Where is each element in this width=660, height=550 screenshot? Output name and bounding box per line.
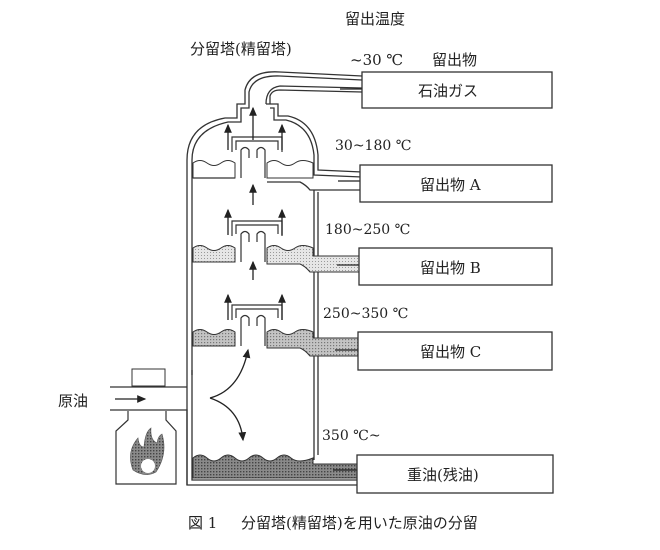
product-box-residue: 重油(残油): [356, 454, 554, 494]
temp-label-residue: 350 ℃~: [322, 428, 381, 444]
tray-2: [192, 245, 363, 273]
product-box-c: 留出物 C: [357, 331, 553, 371]
product-box-a: 留出物 B 留出物 A: [359, 164, 553, 203]
product-label-c: 留出物 C: [420, 343, 481, 361]
temp-label-b: 180~250 ℃: [325, 222, 410, 238]
furnace: [115, 411, 177, 485]
vapor-arrows: [209, 106, 286, 442]
product-column-header: 留出物: [432, 51, 477, 69]
product-box-b: 留出物 B: [358, 247, 553, 286]
tray-1: [192, 160, 362, 191]
crude-oil-label: 原油: [58, 392, 88, 410]
crude-oil-input: 原油: [58, 368, 188, 485]
temperature-column-header: 留出温度: [345, 10, 405, 28]
temp-label-a: 30~180 ℃: [335, 138, 411, 154]
tower-label: 分留塔(精留塔): [190, 40, 292, 58]
product-label-b: 留出物 B: [420, 259, 481, 277]
product-label-residue: 重油(残油): [407, 466, 479, 484]
product-label-a-text: 留出物 A: [420, 176, 481, 194]
tray-3: [192, 329, 363, 357]
bottom-residue: [192, 454, 363, 479]
tower-body: [186, 71, 363, 486]
figure-number: 図 1: [188, 514, 217, 532]
temp-label-c: 250~350 ℃: [323, 306, 408, 322]
temp-label-gas: ~30 ℃: [350, 51, 403, 69]
flame-icon: [130, 427, 165, 475]
figure-caption: 分留塔(精留塔)を用いた原油の分留: [241, 514, 478, 532]
product-box-gas: 石油ガス: [361, 71, 553, 109]
product-label-gas: 石油ガス: [418, 82, 478, 100]
